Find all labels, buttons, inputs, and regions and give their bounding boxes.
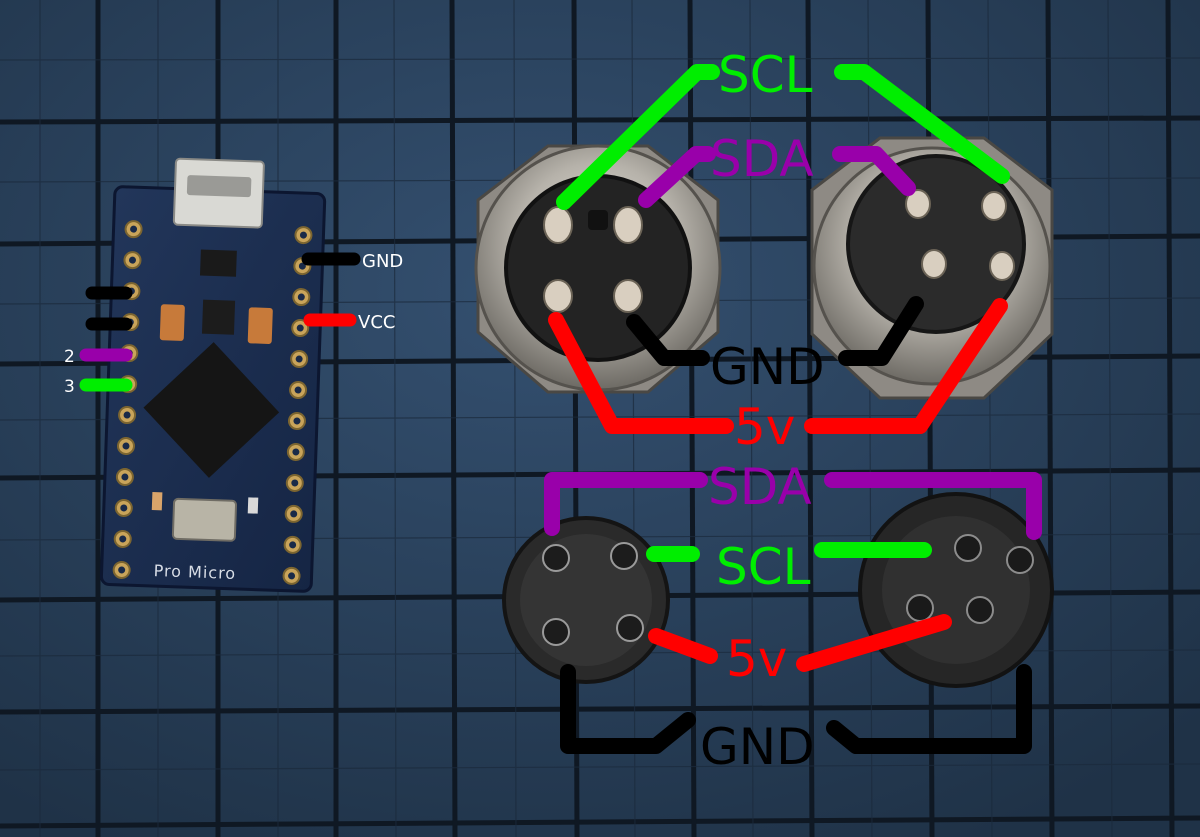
lower-left-plug [502,516,670,684]
lower-right-plug-sockets [906,534,1034,624]
sda-wire-lower-right [824,472,1042,540]
upper-right-connector [810,136,1054,400]
lower-wiring [544,472,1042,754]
upper-right-connector-pins [905,189,1015,281]
upper-left-connector [474,144,722,394]
vcc-pin-label: VCC [358,312,395,333]
v5-wire-lower-left [648,628,718,664]
gnd-label-upper: GND [710,338,825,396]
microcontroller-chip [143,342,280,478]
v5-wire-upper-right [804,298,1008,434]
v5-label-upper: 5v [734,398,795,456]
sda-wire-upper-left [638,146,716,208]
gnd-wire-upper-right [838,296,924,366]
crystal-oscillator [171,497,238,542]
v5-wire-upper-left [548,312,734,434]
gnd-wire-lower-right [826,664,1032,754]
sda-label-lower: SDA [708,458,812,516]
v5-label-lower: 5v [726,630,787,688]
pin2-label: 2 [64,347,75,367]
scl-wire-upper-left [556,64,720,210]
gnd-wire-lower-left [560,664,696,754]
sda-wire-lower-left [544,472,708,536]
scl-label-upper: SCL [718,46,813,104]
gnd-pin-label: GND [362,251,403,272]
upper-left-connector-pins [543,206,643,313]
sda-label-upper: SDA [710,130,814,188]
pro-micro-board: Pro Micro [99,157,327,593]
scl-wire-upper-right [834,64,1010,184]
capacitor [159,304,185,341]
regulator [199,249,237,277]
board-silkscreen-label: Pro Micro [153,561,236,583]
sda-wire-upper-right [832,146,916,196]
lower-right-plug [858,492,1054,688]
lower-left-plug-sockets [542,542,644,646]
pin3-label: 3 [64,377,75,397]
gnd-label-lower: GND [700,718,815,776]
capacitor [247,307,273,344]
v5-wire-lower-right [796,614,952,672]
upper-wiring [548,64,1010,434]
gnd-wire-upper-left [626,314,710,366]
scl-label-lower: SCL [716,538,811,596]
board-pin-annotations [79,252,361,392]
